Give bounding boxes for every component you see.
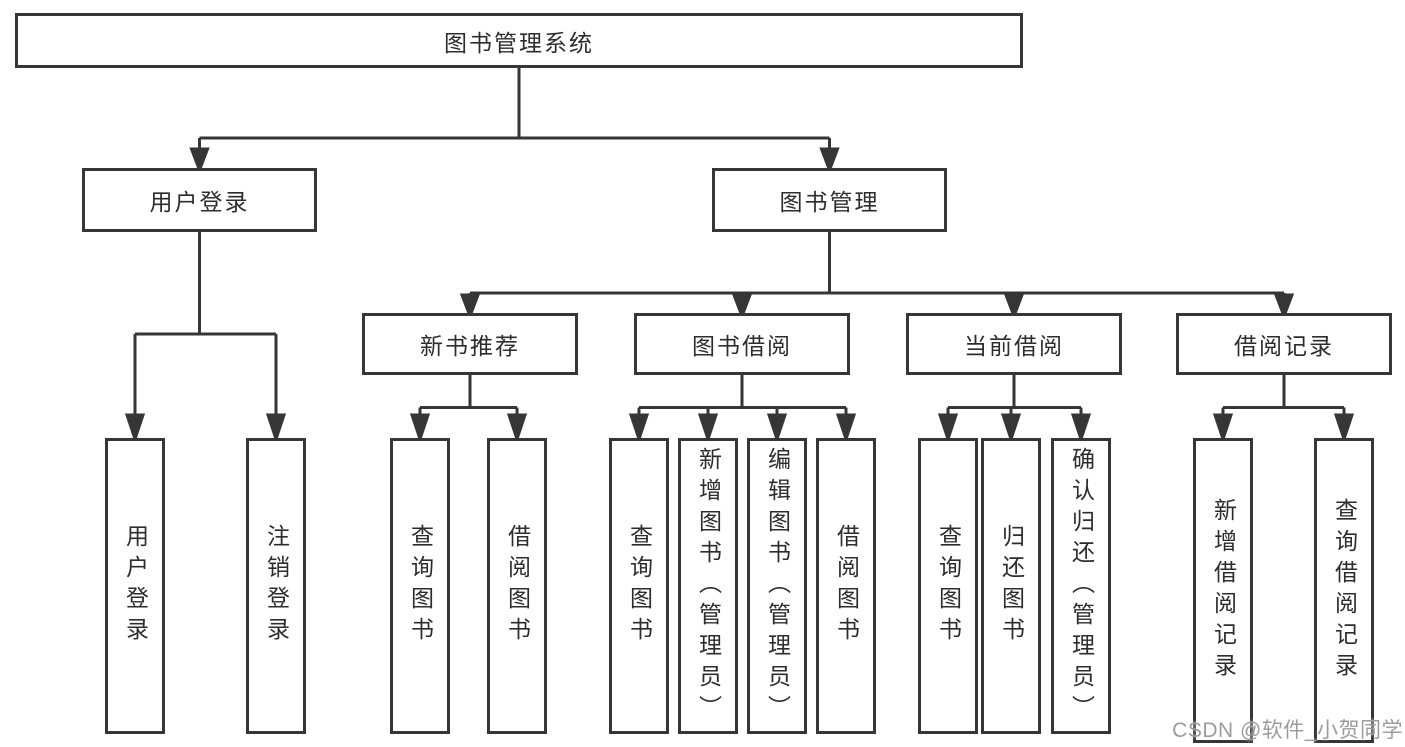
leaf-logout-label: 注销登录 [263, 524, 290, 648]
leaf-user-login-label: 用户登录 [122, 524, 149, 648]
edges-user-login-to-leaves [124, 232, 287, 444]
node-new-book-recommend: 新书推荐 [362, 313, 578, 375]
leaf-confirm-return-admin: 确认归还（管理员） [1051, 438, 1111, 734]
leaf-borrow-books-recommend: 借阅图书 [487, 438, 547, 734]
edges-book-management-to-level3 [459, 232, 1295, 321]
leaf-query-books-borrow-label: 查询图书 [626, 524, 653, 648]
edges-current-borrow [937, 375, 1092, 444]
node-book-borrow-label: 图书借阅 [692, 333, 792, 359]
edges-new-book-recommend [409, 375, 528, 444]
leaf-return-books-label: 归还图书 [998, 524, 1025, 648]
leaf-query-books-current-label: 查询图书 [935, 524, 962, 648]
node-root: 图书管理系统 [15, 13, 1023, 68]
leaf-borrow-books: 借阅图书 [816, 438, 876, 734]
leaf-add-books-admin-label: 新增图书（管理员） [695, 446, 722, 726]
edges-root-to-level2 [189, 68, 840, 175]
node-book-management-label: 图书管理 [779, 189, 880, 215]
leaf-query-books-recommend: 查询图书 [390, 438, 450, 734]
leaf-confirm-return-admin-label: 确认归还（管理员） [1068, 446, 1095, 726]
node-root-label: 图书管理系统 [444, 29, 594, 56]
leaf-query-borrow-record: 查询借阅记录 [1314, 438, 1374, 743]
watermark: CSDN @软件_小贺同学 [1172, 719, 1403, 742]
leaf-query-borrow-record-label: 查询借阅记录 [1331, 497, 1358, 684]
leaf-return-books: 归还图书 [981, 438, 1041, 734]
leaf-add-books-admin: 新增图书（管理员） [678, 438, 738, 734]
leaf-edit-books-admin-label: 编辑图书（管理员） [764, 446, 791, 726]
leaf-add-borrow-record-label: 新增借阅记录 [1210, 497, 1237, 684]
node-new-book-recommend-label: 新书推荐 [420, 333, 520, 359]
edges-borrow-records [1212, 375, 1355, 444]
leaf-query-books-current: 查询图书 [918, 438, 978, 734]
node-current-borrow-label: 当前借阅 [964, 333, 1064, 359]
node-borrow-records: 借阅记录 [1176, 313, 1392, 375]
node-book-management: 图书管理 [712, 168, 947, 232]
leaf-borrow-books-label: 借阅图书 [833, 524, 860, 648]
leaf-query-books-recommend-label: 查询图书 [407, 524, 434, 648]
node-user-login-label: 用户登录 [149, 189, 250, 215]
leaf-borrow-books-recommend-label: 借阅图书 [504, 524, 531, 648]
edges-book-borrow [628, 375, 857, 444]
node-book-borrow: 图书借阅 [634, 313, 850, 375]
leaf-add-borrow-record: 新增借阅记录 [1193, 438, 1253, 743]
node-borrow-records-label: 借阅记录 [1234, 333, 1334, 359]
leaf-edit-books-admin: 编辑图书（管理员） [747, 438, 807, 734]
leaf-query-books-borrow: 查询图书 [609, 438, 669, 734]
node-current-borrow: 当前借阅 [906, 313, 1122, 375]
leaf-logout: 注销登录 [246, 438, 306, 734]
node-user-login: 用户登录 [82, 168, 317, 232]
leaf-user-login: 用户登录 [105, 438, 165, 734]
